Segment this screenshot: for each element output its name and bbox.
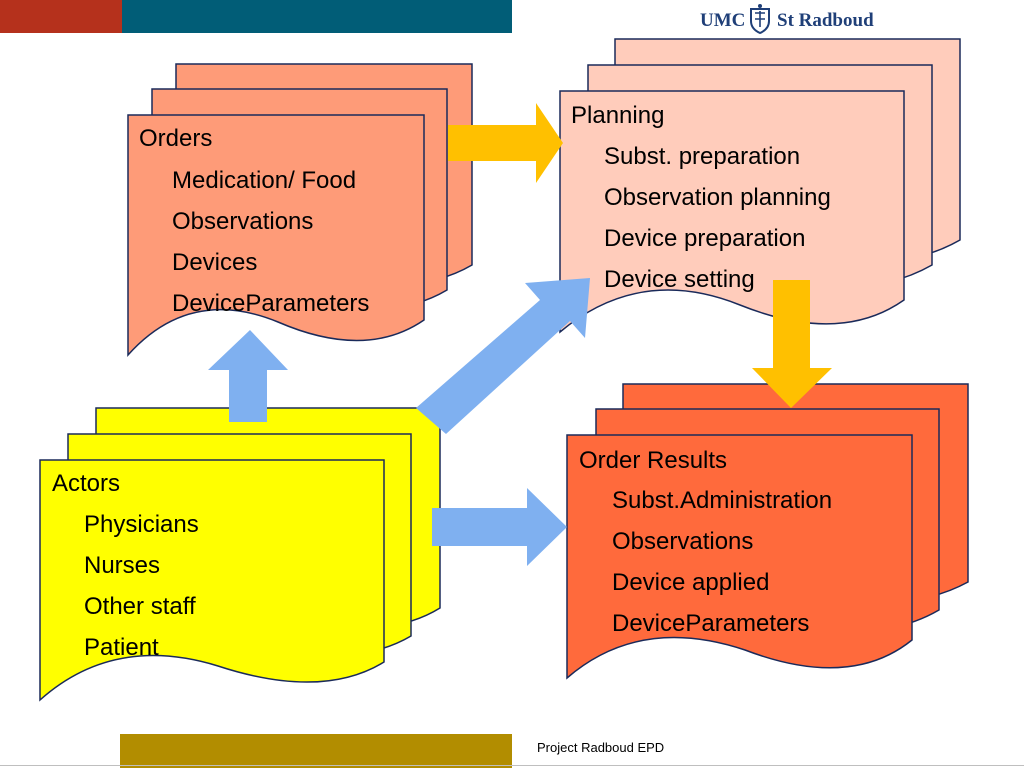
planning-to-results-arrow	[752, 280, 832, 408]
orders-title: Orders	[139, 125, 212, 152]
header-teal-bar	[122, 0, 512, 33]
planning-item: Device setting	[604, 266, 755, 293]
actors-title: Actors	[52, 470, 120, 497]
actors-item: Patient	[84, 634, 159, 661]
footer-gold-bar	[120, 734, 512, 768]
planning-item: Device preparation	[604, 225, 805, 252]
footer-divider	[0, 765, 1024, 766]
header-orange-bar	[0, 0, 122, 33]
orders-item: Observations	[172, 208, 313, 235]
actors-to-results-arrow	[432, 488, 567, 566]
footer-text: Project Radboud EPD	[537, 740, 665, 755]
actors-to-planning-arrow	[416, 278, 590, 434]
actors-document-stack: Actors Physicians Nurses Other staff Pat…	[39, 407, 441, 702]
orders-to-planning-arrow	[448, 103, 563, 183]
results-document-stack: Order Results Subst.Administration Obser…	[566, 383, 969, 680]
logo-text-right: St Radboud	[777, 10, 874, 31]
actors-page-front	[39, 459, 385, 702]
orders-document-stack: Orders Medication/ Food Observations Dev…	[127, 63, 473, 357]
actors-item: Nurses	[84, 552, 160, 579]
planning-page-front	[559, 90, 905, 334]
planning-document-stack: Planning Subst. preparation Observation …	[559, 38, 961, 334]
results-item: Subst.Administration	[612, 487, 832, 514]
results-page-front	[566, 434, 913, 680]
orders-item: Devices	[172, 249, 257, 276]
results-item: Device applied	[612, 569, 769, 596]
actors-item: Other staff	[84, 593, 196, 620]
planning-title: Planning	[571, 102, 664, 129]
results-title: Order Results	[579, 447, 727, 474]
actors-to-orders-arrow	[208, 330, 288, 422]
logo-text-left: UMC	[700, 10, 746, 31]
planning-item: Subst. preparation	[604, 143, 800, 170]
orders-page-front	[127, 114, 425, 357]
planning-item: Observation planning	[604, 184, 831, 211]
results-item: DeviceParameters	[612, 610, 809, 637]
orders-item: DeviceParameters	[172, 290, 369, 317]
results-item: Observations	[612, 528, 753, 555]
actors-item: Physicians	[84, 511, 199, 538]
crest-icon	[750, 4, 770, 35]
orders-item: Medication/ Food	[172, 167, 356, 194]
